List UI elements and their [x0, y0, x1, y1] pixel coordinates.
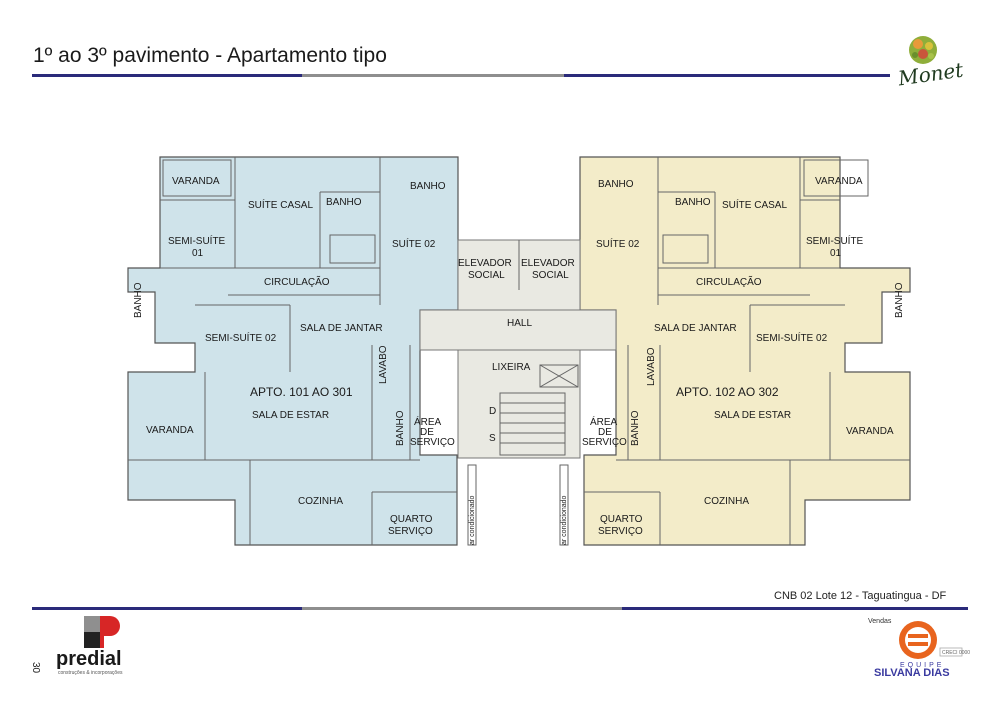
- silvana-name: SILVANA DIAS: [874, 667, 950, 679]
- predial-logo-icon: [84, 616, 120, 648]
- right-area-label-c: SERVIÇO: [582, 437, 627, 448]
- right-varanda-label: VARANDA: [846, 426, 894, 437]
- right-banho-side-label: BANHO: [894, 282, 905, 318]
- header-rule-navy-right: [564, 74, 890, 77]
- left-sala-jantar-label: SALA DE JANTAR: [300, 323, 383, 334]
- left-apartment: [127, 156, 459, 546]
- predial-tagline: construções & incorporações: [58, 670, 123, 676]
- lixeira-label: LIXEIRA: [492, 362, 531, 373]
- left-sala-estar-label: SALA DE ESTAR: [252, 410, 329, 421]
- footer-rule-navy-left: [32, 607, 302, 610]
- elevator1-label-a: ELEVADOR: [458, 258, 512, 269]
- predial-wordmark: predial: [56, 648, 122, 670]
- left-area-label-c: SERVIÇO: [410, 437, 455, 448]
- left-varanda-top-label: VARANDA: [172, 176, 220, 187]
- left-quarto-label-b: SERVIÇO: [388, 526, 433, 537]
- right-suite-casal-label: SUÍTE CASAL: [722, 198, 787, 211]
- right-walls: [584, 157, 910, 545]
- right-apartment: [579, 156, 911, 546]
- left-quarto-label-a: QUARTO: [390, 514, 433, 525]
- right-varanda-top-label: VARANDA: [815, 176, 863, 187]
- right-banho3-label: BANHO: [630, 410, 641, 446]
- right-banho1-label: BANHO: [675, 197, 711, 208]
- right-quarto-label-b: SERVIÇO: [598, 526, 643, 537]
- sales-label: Vendas: [868, 618, 892, 625]
- right-sala-jantar-label: SALA DE JANTAR: [654, 323, 737, 334]
- left-area-label-a: ÁREA: [414, 415, 442, 428]
- right-area-label-b: DE: [598, 427, 612, 438]
- right-ar-label: ar condicionado: [561, 495, 568, 545]
- monet-logo: [909, 36, 937, 64]
- right-apt-label: APTO. 102 AO 302: [676, 385, 779, 399]
- left-banho-side-label: BANHO: [133, 282, 144, 318]
- left-banho1-label: BANHO: [326, 197, 362, 208]
- stair-up-label: S: [489, 433, 496, 444]
- left-banho3-label: BANHO: [395, 410, 406, 446]
- right-suite02-label: SUÍTE 02: [596, 237, 640, 250]
- right-quarto-label-a: QUARTO: [600, 514, 643, 525]
- header-rule-navy-left: [32, 74, 302, 77]
- address: CNB 02 Lote 12 - Taguatingua - DF: [774, 590, 947, 602]
- left-semi02-label: SEMI-SUÍTE 02: [205, 331, 277, 344]
- core: [419, 239, 617, 459]
- elevator2-label-a: ELEVADOR: [521, 258, 575, 269]
- silvana-badge: CRECI 0000: [942, 650, 971, 656]
- left-apt-label: APTO. 101 AO 301: [250, 385, 353, 399]
- header-rule-gray: [302, 74, 564, 77]
- left-suite-casal-label: SUÍTE CASAL: [248, 198, 313, 211]
- left-ar-label: ar condicionado: [469, 495, 476, 545]
- left-lavabo-label: LAVABO: [378, 345, 389, 384]
- elevator2-label-b: SOCIAL: [532, 270, 569, 281]
- left-semi1-label-b: 01: [192, 248, 204, 259]
- footer-rule-gray: [302, 607, 622, 610]
- right-semi1-label-b: 01: [830, 248, 842, 259]
- page-title: 1º ao 3º pavimento - Apartamento tipo: [33, 44, 387, 67]
- left-circulacao-label: CIRCULAÇÃO: [264, 275, 330, 288]
- silvana-equipe: EQUIPE: [900, 662, 945, 669]
- right-lavabo-label: LAVABO: [646, 347, 657, 386]
- right-area-label-a: ÁREA: [590, 415, 618, 428]
- right-cozinha-label: COZINHA: [704, 496, 749, 507]
- footer-rule-navy-right: [622, 607, 968, 610]
- page-number: 30: [30, 661, 42, 674]
- elevator1-label-b: SOCIAL: [468, 270, 505, 281]
- stair-down-label: D: [489, 406, 496, 417]
- right-semi02-label: SEMI-SUÍTE 02: [756, 331, 828, 344]
- left-area-label-b: DE: [420, 427, 434, 438]
- left-banho2-label: BANHO: [410, 181, 446, 192]
- silvana-dias-logo-icon: [899, 621, 963, 659]
- left-walls: [128, 157, 457, 545]
- left-cozinha-label: COZINHA: [298, 496, 343, 507]
- core-walls: [467, 240, 579, 546]
- right-sala-estar-label: SALA DE ESTAR: [714, 410, 791, 421]
- right-semi1-label-a: SEMI-SUÍTE: [806, 234, 864, 247]
- right-banho2-label: BANHO: [598, 179, 634, 190]
- right-circulacao-label: CIRCULAÇÃO: [696, 275, 762, 288]
- left-suite02-label: SUÍTE 02: [392, 237, 436, 250]
- left-varanda-label: VARANDA: [146, 425, 194, 436]
- left-semi1-label-a: SEMI-SUÍTE: [168, 234, 226, 247]
- hall-label: HALL: [507, 318, 532, 329]
